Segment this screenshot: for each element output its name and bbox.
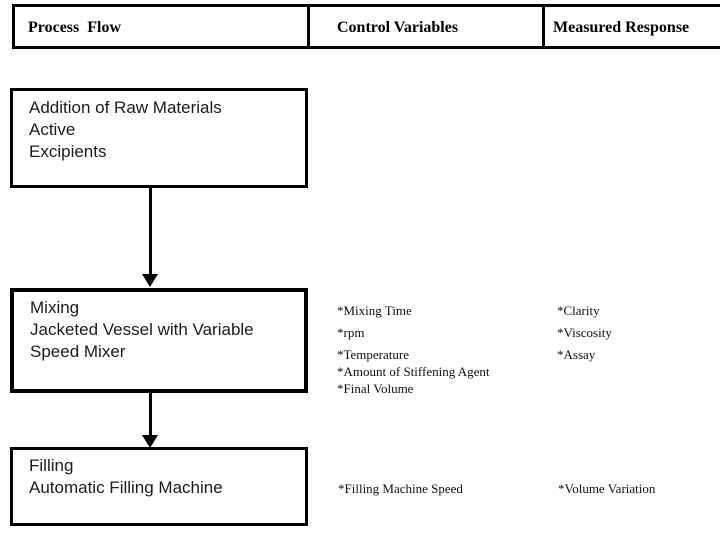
control-variables-mixing-list: *Mixing Time *rpm *Temperature *Amount o… bbox=[337, 302, 490, 397]
process-box-line: Jacketed Vessel with Variable bbox=[30, 320, 254, 339]
header-label-control-variables: Control Variables bbox=[337, 19, 459, 36]
process-box-line: Filling bbox=[29, 456, 74, 475]
header-row: Process Flow Control Variables Measured … bbox=[12, 4, 720, 49]
process-box-line: Speed Mixer bbox=[30, 342, 126, 361]
process-box-line: Mixing bbox=[30, 298, 80, 317]
process-box-line: Excipients bbox=[29, 142, 107, 161]
flow-arrow-1-line bbox=[149, 187, 152, 274]
flow-arrow-2-line bbox=[149, 392, 152, 435]
header-cell-process-flow: Process Flow bbox=[15, 7, 307, 46]
control-variable-item: *Mixing Time bbox=[337, 303, 412, 318]
process-box-line: Automatic Filling Machine bbox=[29, 478, 223, 497]
control-variable-item: *Filling Machine Speed bbox=[338, 481, 463, 496]
process-box-filling: Filling Automatic Filling Machine bbox=[10, 447, 308, 526]
process-box-mixing: Mixing Jacketed Vessel with Variable Spe… bbox=[10, 288, 308, 393]
process-box-raw-materials: Addition of Raw Materials Active Excipie… bbox=[10, 88, 308, 188]
flow-arrow-2-head-icon bbox=[142, 435, 158, 448]
process-box-line: Active bbox=[29, 120, 76, 139]
flow-arrow-1-head-icon bbox=[142, 274, 158, 287]
header-cell-measured-response: Measured Response bbox=[542, 7, 720, 46]
control-variable-item: *Temperature bbox=[337, 347, 409, 362]
control-variables-filling-list: *Filling Machine Speed bbox=[338, 480, 463, 497]
control-variable-item: *Amount of Stiffening Agent bbox=[337, 364, 490, 379]
header-label-measured-response: Measured Response bbox=[553, 19, 690, 36]
header-cell-control-variables: Control Variables bbox=[307, 7, 542, 46]
measured-response-item: *Volume Variation bbox=[558, 481, 656, 496]
header-label-process-flow: Process Flow bbox=[28, 19, 122, 36]
measured-responses-filling-list: *Volume Variation bbox=[558, 480, 655, 497]
measured-responses-mixing-list: *Clarity *Viscosity *Assay bbox=[557, 302, 612, 363]
measured-response-item: *Clarity bbox=[557, 303, 600, 318]
control-variable-item: *Final Volume bbox=[337, 381, 414, 396]
control-variable-item: *rpm bbox=[337, 325, 365, 340]
process-box-line: Addition of Raw Materials bbox=[29, 98, 222, 117]
measured-response-item: *Viscosity bbox=[557, 325, 612, 340]
measured-response-item: *Assay bbox=[557, 347, 596, 362]
